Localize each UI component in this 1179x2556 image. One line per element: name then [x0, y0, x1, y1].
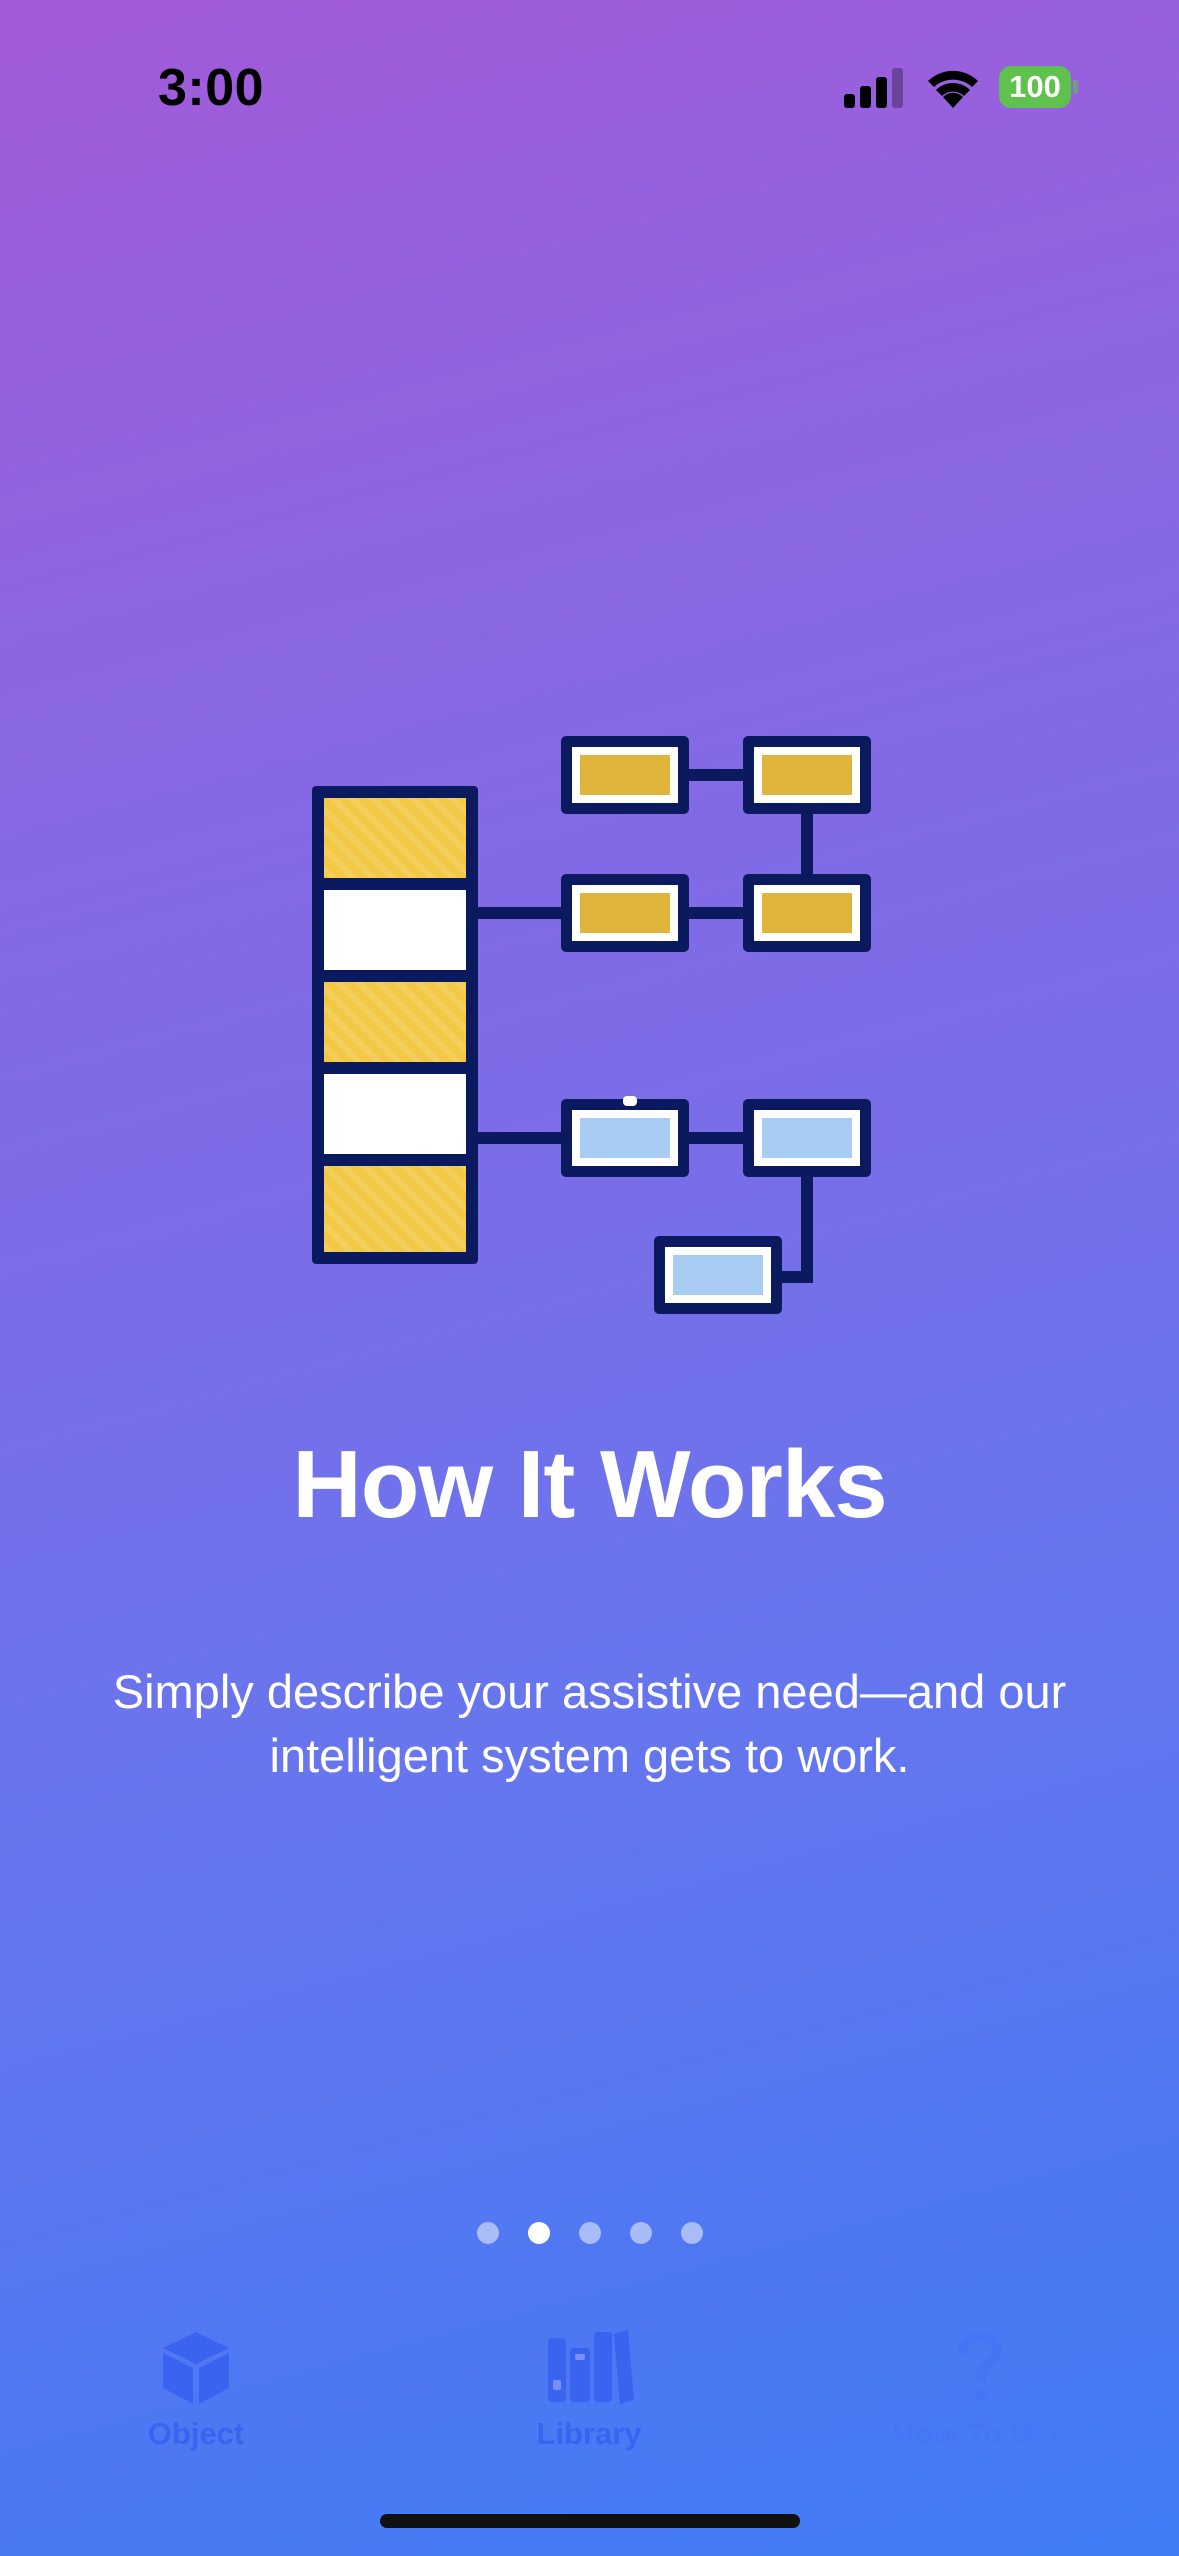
page-dot-3[interactable]	[578, 2222, 601, 2244]
page-title: How It Works	[292, 1431, 887, 1538]
status-bar: 3:00 100	[0, 0, 1179, 170]
cube-icon	[163, 2332, 229, 2404]
workflow-diagram-illustration	[312, 736, 871, 1314]
wifi-icon	[928, 70, 978, 108]
page-indicator[interactable]	[0, 2222, 1179, 2244]
question-mark-icon	[958, 2332, 1003, 2402]
stack-column	[312, 786, 478, 1264]
page-dot-1[interactable]	[476, 2222, 499, 2244]
tab-library[interactable]: Library	[469, 2310, 709, 2470]
battery-level: 100	[999, 66, 1071, 108]
page-description: Simply describe your assistive need—and …	[112, 1665, 1067, 1782]
page-dot-5[interactable]	[680, 2222, 703, 2244]
status-time: 3:00	[158, 59, 265, 117]
tab-label: How To Use	[892, 2416, 1068, 2451]
tab-label: Library	[536, 2416, 642, 2451]
tab-how-to-use[interactable]: How To Use	[860, 2310, 1100, 2470]
home-indicator[interactable]	[380, 2514, 800, 2528]
signal-icon	[844, 68, 903, 108]
tab-bar: Object Library How To Use	[0, 2310, 1179, 2470]
tab-object[interactable]: Object	[76, 2310, 316, 2470]
tab-label: Object	[147, 2416, 245, 2451]
battery-cap	[1073, 80, 1078, 94]
blue-nodes	[561, 1096, 871, 1314]
gold-nodes	[561, 736, 871, 952]
battery-icon: 100	[999, 66, 1078, 108]
books-icon	[548, 2330, 634, 2404]
page-dot-4[interactable]	[629, 2222, 652, 2244]
page-dot-2-active[interactable]	[527, 2222, 550, 2244]
